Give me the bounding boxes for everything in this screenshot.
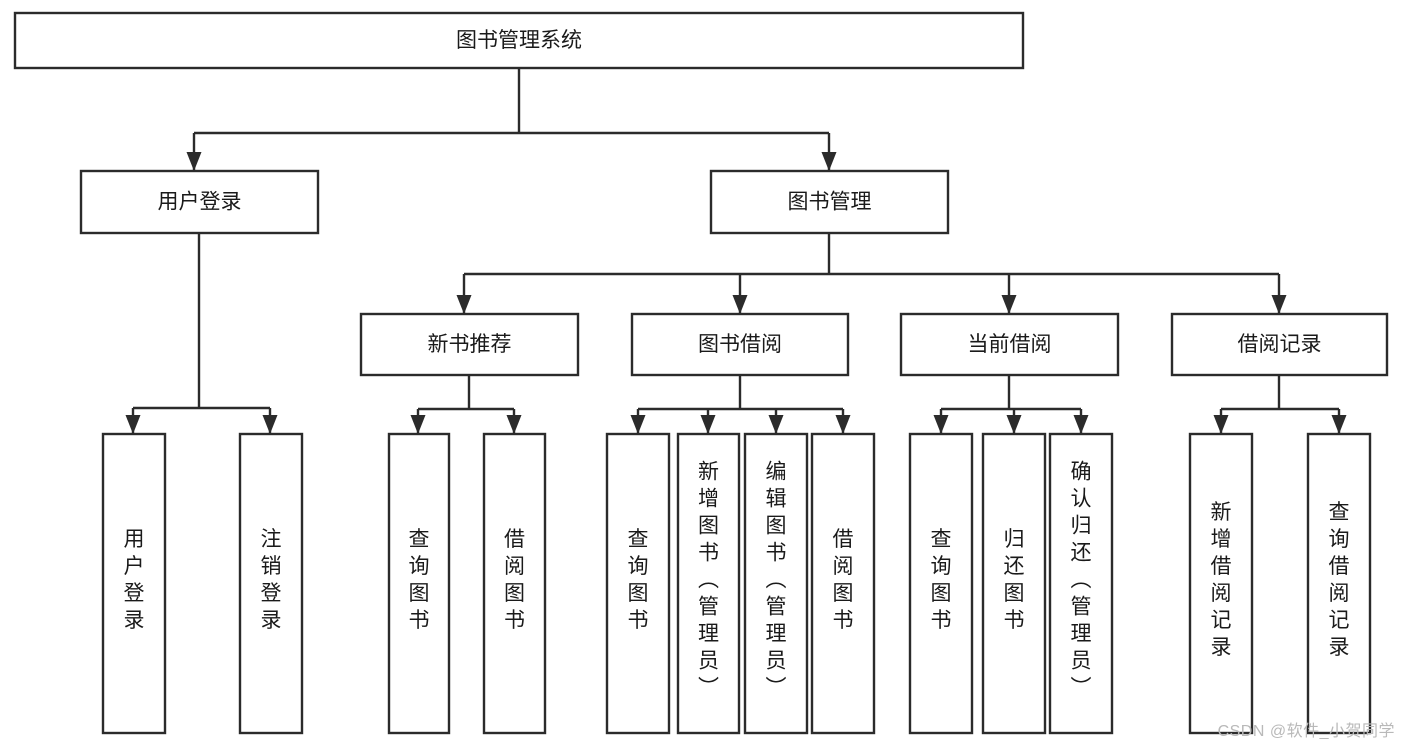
node-label-borrow-record: 借阅记录 [1238, 333, 1322, 356]
arrow-head-icon [1271, 295, 1287, 314]
arrow-head-icon [630, 415, 646, 434]
node-label-leaf-user-logout: 注销登录 [261, 528, 282, 632]
node-box-book-manage[interactable] [709, 169, 950, 235]
node-label-current-borrow: 当前借阅 [968, 333, 1052, 356]
node-leaf-query-book-2[interactable]: 查询图书 [605, 432, 671, 735]
arrow-head-icon [1213, 415, 1229, 434]
node-label-leaf-query-record: 查询借阅记录 [1329, 501, 1350, 659]
node-box-leaf-query-book-2[interactable] [605, 432, 671, 735]
arrow-head-icon [186, 152, 202, 171]
node-label-leaf-query-book-1: 查询图书 [409, 528, 430, 632]
node-label-leaf-edit-book: 编辑图书︵管理员︶ [766, 461, 787, 700]
node-user-login[interactable]: 用户登录 [79, 169, 320, 235]
arrow-head-icon [821, 152, 837, 171]
node-box-leaf-return-book[interactable] [981, 432, 1047, 735]
node-leaf-query-record[interactable]: 查询借阅记录 [1306, 432, 1372, 735]
node-box-leaf-confirm-return[interactable] [1048, 432, 1114, 735]
node-label-root: 图书管理系统 [456, 29, 582, 52]
arrow-head-icon [933, 415, 949, 434]
node-label-leaf-borrow-book-2: 借阅图书 [833, 528, 854, 632]
node-leaf-user-logout[interactable]: 注销登录 [238, 432, 304, 735]
node-leaf-return-book[interactable]: 归还图书 [981, 432, 1047, 735]
node-label-leaf-add-book: 新增图书︵管理员︶ [698, 461, 719, 700]
node-book-borrow[interactable]: 图书借阅 [630, 312, 850, 377]
node-box-leaf-query-book-3[interactable] [908, 432, 974, 735]
node-label-leaf-query-book-2: 查询图书 [628, 528, 649, 632]
node-box-leaf-user-login[interactable] [101, 432, 167, 735]
arrow-head-icon [768, 415, 784, 434]
node-box-leaf-borrow-book-1[interactable] [482, 432, 547, 735]
node-label-leaf-user-login: 用户登录 [124, 528, 145, 632]
node-box-leaf-borrow-book-2[interactable] [810, 432, 876, 735]
node-current-borrow[interactable]: 当前借阅 [899, 312, 1120, 377]
arrow-head-icon [410, 415, 426, 434]
node-book-manage[interactable]: 图书管理 [709, 169, 950, 235]
node-box-leaf-query-record[interactable] [1306, 432, 1372, 735]
node-label-user-login: 用户登录 [158, 191, 242, 214]
node-label-book-manage: 图书管理 [788, 191, 872, 214]
node-leaf-edit-book[interactable]: 编辑图书︵管理员︶ [743, 432, 809, 735]
node-root[interactable]: 图书管理系统 [13, 11, 1025, 70]
node-borrow-record[interactable]: 借阅记录 [1170, 312, 1389, 377]
arrow-head-icon [125, 415, 141, 434]
node-box-current-borrow[interactable] [899, 312, 1120, 377]
node-box-leaf-add-book[interactable] [676, 432, 741, 735]
node-box-user-login[interactable] [79, 169, 320, 235]
node-leaf-confirm-return[interactable]: 确认归还︵管理员︶ [1048, 432, 1114, 735]
node-leaf-add-record[interactable]: 新增借阅记录 [1188, 432, 1254, 735]
node-label-leaf-return-book: 归还图书 [1004, 528, 1025, 632]
connector-user-login-to-leaves [125, 233, 278, 434]
arrow-head-icon [456, 295, 472, 314]
arrow-head-icon [1006, 415, 1022, 434]
connector-new-book-rec-to-leaves [410, 375, 522, 434]
node-leaf-add-book[interactable]: 新增图书︵管理员︶ [676, 432, 741, 735]
node-box-leaf-edit-book[interactable] [743, 432, 809, 735]
node-box-leaf-add-record[interactable] [1188, 432, 1254, 735]
node-label-leaf-query-book-3: 查询图书 [931, 528, 952, 632]
arrow-head-icon [1001, 295, 1017, 314]
arrow-head-icon [1073, 415, 1089, 434]
node-label-leaf-add-record: 新增借阅记录 [1211, 501, 1232, 659]
node-leaf-user-login[interactable]: 用户登录 [101, 432, 167, 735]
connectors-layer [125, 68, 1347, 434]
node-leaf-query-book-3[interactable]: 查询图书 [908, 432, 974, 735]
arrow-head-icon [835, 415, 851, 434]
node-leaf-borrow-book-1[interactable]: 借阅图书 [482, 432, 547, 735]
arrow-head-icon [506, 415, 522, 434]
connector-borrow-record-to-leaves [1213, 375, 1347, 434]
node-label-leaf-confirm-return: 确认归还︵管理员︶ [1071, 461, 1092, 700]
node-box-new-book-rec[interactable] [359, 312, 580, 377]
node-label-leaf-borrow-book-1: 借阅图书 [504, 528, 525, 632]
arrow-head-icon [262, 415, 278, 434]
connector-book-borrow-to-leaves [630, 375, 851, 434]
node-box-book-borrow[interactable] [630, 312, 850, 377]
node-box-leaf-query-book-1[interactable] [387, 432, 451, 735]
arrow-head-icon [1331, 415, 1347, 434]
nodes-layer: 图书管理系统用户登录图书管理新书推荐图书借阅当前借阅借阅记录用户登录注销登录查询… [13, 11, 1389, 735]
node-box-leaf-user-logout[interactable] [238, 432, 304, 735]
connector-root-to-level2 [186, 68, 837, 171]
arrow-head-icon [732, 295, 748, 314]
node-new-book-rec[interactable]: 新书推荐 [359, 312, 580, 377]
connector-book-manage-to-level3 [456, 233, 1287, 314]
node-box-root[interactable] [13, 11, 1025, 70]
node-label-new-book-rec: 新书推荐 [428, 333, 512, 356]
node-box-borrow-record[interactable] [1170, 312, 1389, 377]
node-leaf-query-book-1[interactable]: 查询图书 [387, 432, 451, 735]
connector-current-borrow-to-leaves [933, 375, 1089, 434]
arrow-head-icon [700, 415, 716, 434]
node-label-book-borrow: 图书借阅 [698, 333, 782, 356]
node-leaf-borrow-book-2[interactable]: 借阅图书 [810, 432, 876, 735]
